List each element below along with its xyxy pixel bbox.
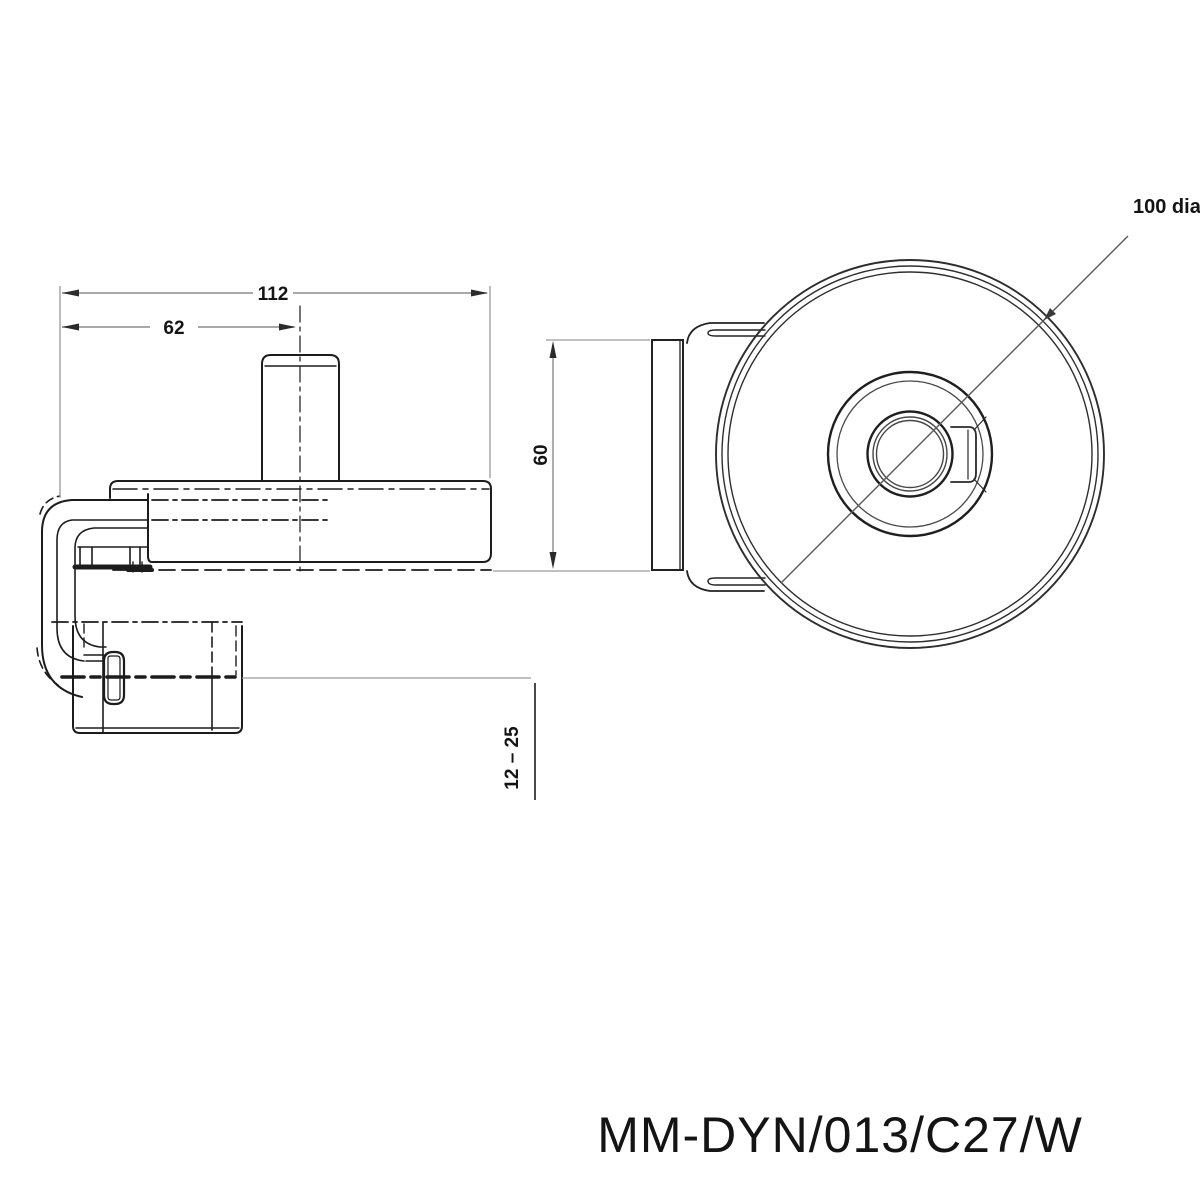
dim-body-height: 60 bbox=[531, 341, 557, 569]
dim-clamp-range: 12 – 25 bbox=[502, 683, 536, 800]
front-view bbox=[651, 259, 1105, 649]
arrowhead bbox=[279, 323, 296, 331]
arrowhead bbox=[471, 289, 488, 297]
front-view-lock-tab bbox=[950, 416, 987, 493]
side-view bbox=[36, 305, 492, 734]
dim-disc-diameter: 100 dia bbox=[780, 196, 1200, 584]
dim-disc-diameter-label: 100 dia bbox=[1133, 196, 1200, 218]
dim-pivot-offset: 62 bbox=[62, 318, 296, 339]
side-view-jaw bbox=[51, 621, 243, 734]
arrowhead bbox=[549, 552, 557, 569]
arrowhead bbox=[549, 341, 557, 358]
front-view-disc-circles bbox=[715, 259, 1105, 649]
arrowhead bbox=[1044, 308, 1056, 320]
front-view-hooks bbox=[686, 322, 766, 592]
side-view-disc bbox=[109, 480, 492, 573]
dimensions: 112 62 60 12 – 25 100 dia bbox=[59, 196, 1200, 800]
dim-pivot-offset-label: 62 bbox=[163, 318, 184, 339]
arrowhead bbox=[62, 289, 79, 297]
extension-lines bbox=[59, 286, 650, 679]
arrowhead bbox=[62, 323, 79, 331]
dim-overall-width: 112 bbox=[62, 284, 488, 305]
front-view-block bbox=[651, 339, 684, 571]
front-view-hub bbox=[866, 410, 954, 498]
dim-body-height-label: 60 bbox=[531, 444, 552, 465]
part-number: MM-DYN/013/C27/W bbox=[597, 1107, 1083, 1163]
dim-overall-width-label: 112 bbox=[258, 284, 289, 305]
side-view-clamp bbox=[36, 495, 333, 706]
dim-clamp-range-label: 12 – 25 bbox=[502, 726, 523, 790]
